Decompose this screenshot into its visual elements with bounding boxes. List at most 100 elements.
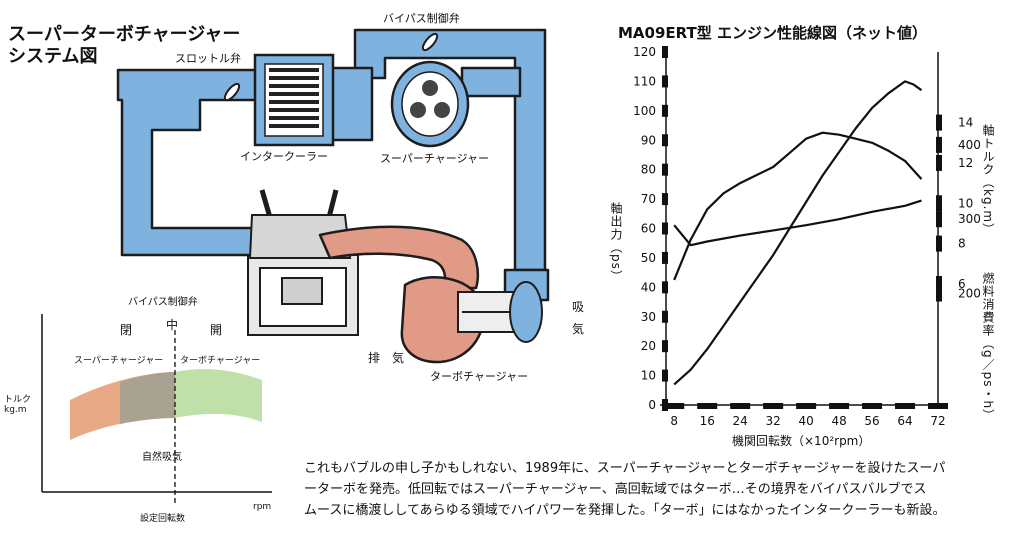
- y-left-tick-label: 20: [641, 339, 656, 353]
- y-left-tick-label: 0: [648, 398, 656, 412]
- mode-supercharger-label: スーパーチャージャー: [74, 356, 164, 366]
- intercooler-label: インタークーラー: [240, 150, 328, 163]
- y-right-fuel-tick-mark: [936, 136, 942, 153]
- y-right-fuel-tick-label: 200: [958, 287, 981, 301]
- mode-natural-aspiration-label: 自然吸気: [142, 452, 182, 463]
- mode-y-label-2: kg.m: [4, 405, 27, 415]
- x-tick-mark: [796, 403, 817, 409]
- mode-closed-label: 閉: [120, 323, 133, 337]
- y-left-tick-mark: [662, 163, 668, 176]
- x-tick-mark: [829, 403, 850, 409]
- y-left-tick-mark: [662, 104, 668, 117]
- x-tick-label: 40: [798, 414, 813, 428]
- y-left-tick-label: 40: [641, 280, 656, 294]
- chart-series: [673, 80, 923, 386]
- y-left-tick-mark: [662, 193, 668, 206]
- y-right-fuel-tick-mark: [936, 211, 942, 228]
- mode-graph: [41, 314, 272, 505]
- x-tick-mark: [895, 403, 916, 409]
- power-curve: [673, 80, 923, 386]
- y-right-torque-tick-mark: [936, 114, 942, 131]
- caption-line-2: ーターボを発売。低回転ではスーパーチャージャー、高回転域ではターボ…その境界をバ…: [304, 482, 927, 497]
- mode-x-label: rpm: [253, 502, 272, 512]
- performance-chart: 0102030405060708090100110120681012142003…: [633, 45, 981, 428]
- x-tick-label: 16: [700, 414, 715, 428]
- throttle-valve-label: スロットル弁: [175, 52, 241, 65]
- overlap-region: [120, 372, 175, 424]
- x-tick-label: 64: [897, 414, 912, 428]
- x-tick-label: 56: [864, 414, 879, 428]
- y-right-torque-tick-mark: [936, 275, 942, 292]
- x-axis-label: 機関回転数（×10²rpm）: [732, 434, 871, 448]
- x-tick-label: 8: [670, 414, 678, 428]
- y-right-torque-tick-mark: [936, 195, 942, 212]
- diagram-title-line1: スーパーターボチャージャー: [8, 24, 241, 45]
- exhaust-pipe: [318, 225, 479, 290]
- intake-label-1: 吸: [572, 300, 585, 314]
- y-left-tick-mark: [662, 251, 668, 264]
- caption-line-1: これもバブルの申し子かもしれない、1989年に、スーパーチャージャーとターボチャ…: [304, 461, 946, 476]
- x-tick-mark: [763, 403, 784, 409]
- intake-pipe-supercharger-right: [460, 66, 522, 98]
- exhaust-label: 排 気: [368, 351, 405, 365]
- x-tick-mark: [862, 403, 883, 409]
- y-left-tick-mark: [662, 369, 668, 382]
- x-tick-label: 32: [766, 414, 781, 428]
- y-left-tick-label: 110: [633, 74, 656, 88]
- mode-set-rpm-label: 設定回転数: [140, 514, 186, 524]
- y-left-tick-label: 60: [641, 222, 656, 236]
- turbocharger-label: ターボチャージャー: [430, 370, 529, 383]
- intercooler-icon: [253, 53, 335, 147]
- y-right-fuel-tick-label: 300: [958, 212, 981, 226]
- y-left-tick-mark: [662, 281, 668, 294]
- y-right-torque-tick-mark: [936, 154, 942, 171]
- y-left-tick-mark: [662, 75, 668, 88]
- x-tick-mark: [664, 403, 685, 409]
- bypass-valve-icon: [421, 32, 439, 52]
- x-tick-label: 48: [831, 414, 846, 428]
- x-tick-mark: [730, 403, 751, 409]
- engine-cylinder-icon: [247, 189, 359, 336]
- y-right-fuel-tick-label: 400: [958, 138, 981, 152]
- y-left-tick-label: 90: [641, 133, 656, 147]
- y-left-tick-label: 70: [641, 192, 656, 206]
- y-left-tick-mark: [662, 340, 668, 353]
- y-left-tick-label: 10: [641, 369, 656, 383]
- y-left-tick-label: 30: [641, 310, 656, 324]
- y-right-fuel-label: 燃料消費率（g／ps・h）: [981, 272, 995, 423]
- y-left-tick-mark: [662, 222, 668, 235]
- mode-graph-title: バイパス制御弁: [128, 297, 198, 308]
- y-right-fuel-tick-mark: [936, 285, 942, 302]
- bypass-valve-label: バイパス制御弁: [383, 12, 460, 25]
- turbocharger-region: [175, 369, 262, 422]
- intake-pipe-supercharger-loop: [328, 66, 374, 142]
- diagram-title-line2: システム図: [8, 46, 98, 67]
- x-tick-label: 24: [733, 414, 748, 428]
- y-right-torque-tick-label: 14: [958, 116, 973, 130]
- throttle-valve-icon: [223, 82, 241, 102]
- y-left-tick-mark: [662, 46, 668, 58]
- y-right-torque-tick-mark: [936, 235, 942, 252]
- mode-y-label-1: トルク: [4, 395, 32, 405]
- y-right-torque-label: 軸トルク（kg.m）: [981, 124, 995, 237]
- y-right-torque-tick-label: 8: [958, 237, 966, 251]
- intake-label-2: 気: [572, 322, 585, 336]
- chart-ticks: 0102030405060708090100110120681012142003…: [633, 45, 981, 428]
- x-tick-mark: [697, 403, 718, 409]
- y-right-torque-tick-label: 12: [958, 156, 973, 170]
- supercharger-icon: [390, 60, 470, 148]
- y-left-axis-label: 軸出力（ps）: [609, 202, 623, 283]
- chart-axes: [660, 52, 944, 411]
- y-right-torque-tick-label: 6: [958, 277, 966, 291]
- mode-turbocharger-label: ターボチャージャー: [180, 356, 261, 366]
- y-left-tick-label: 120: [633, 45, 656, 59]
- y-left-tick-mark: [662, 310, 668, 323]
- y-left-tick-label: 50: [641, 251, 656, 265]
- y-left-tick-label: 100: [633, 104, 656, 118]
- fuel-consumption-curve: [673, 199, 922, 247]
- x-tick-mark: [928, 403, 948, 409]
- y-left-tick-mark: [662, 134, 668, 147]
- chart-title: MA09ERT型 エンジン性能線図（ネット値）: [618, 24, 927, 42]
- mode-middle-label: 中: [166, 318, 179, 332]
- caption-line-3: ムースに橋渡ししてあらゆる領域でハイパワーを発揮した。「ターボ」にはなかったイン…: [304, 503, 946, 518]
